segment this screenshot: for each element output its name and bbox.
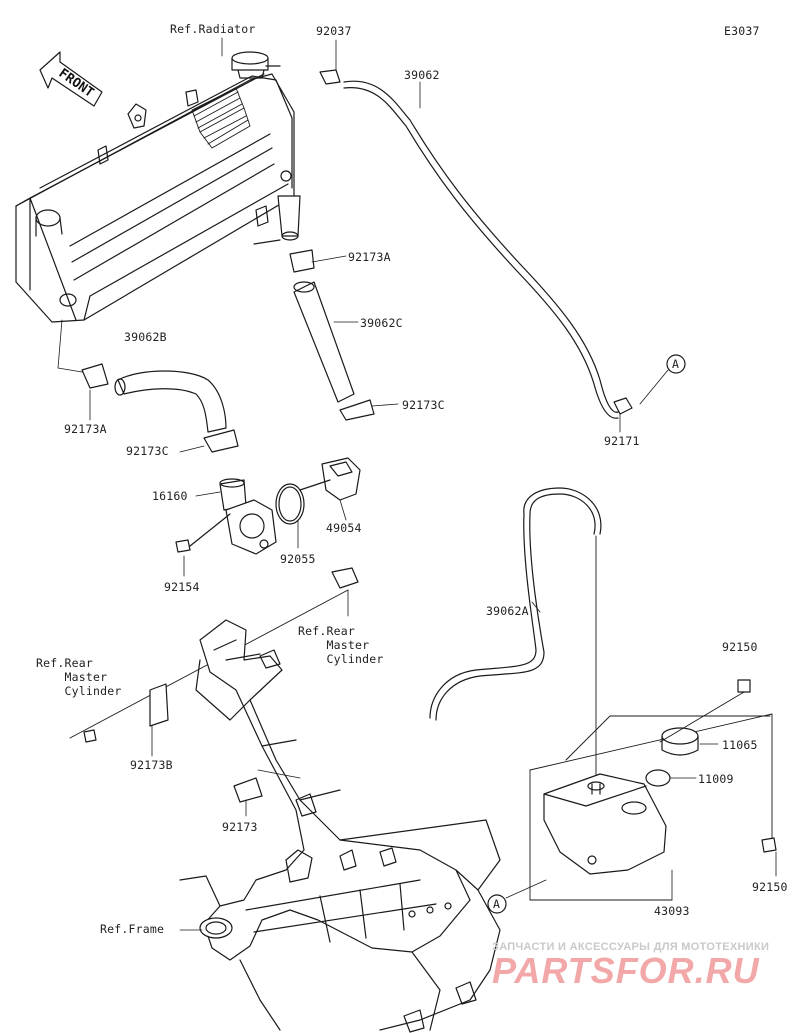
bolt-92154 bbox=[175, 513, 231, 553]
clamp-92173 bbox=[233, 777, 263, 803]
label-39062c: 39062C bbox=[360, 316, 403, 330]
label-ref-frame: Ref.Frame bbox=[100, 922, 165, 936]
label-ref-rear-master-cylinder-left: Ref.Rear Master Cylinder bbox=[36, 656, 122, 698]
label-92171: 92171 bbox=[604, 434, 640, 448]
clip-center bbox=[331, 567, 359, 589]
label-92037: 92037 bbox=[316, 24, 352, 38]
label-92173c-left: 92173C bbox=[126, 444, 169, 458]
hose-39062a bbox=[429, 487, 602, 785]
frame bbox=[179, 619, 501, 1033]
watermark-logo: PARTSFOR.RU bbox=[492, 950, 760, 991]
thermostat-49054 bbox=[299, 457, 361, 501]
hose-39062c bbox=[289, 249, 375, 421]
label-92150-right: 92150 bbox=[752, 880, 788, 894]
oring-92055 bbox=[275, 483, 305, 525]
label-ref-radiator: Ref.Radiator bbox=[170, 22, 256, 36]
label-11009: 11009 bbox=[698, 772, 734, 786]
reservoir-callout-frame bbox=[529, 713, 773, 901]
label-49054: 49054 bbox=[326, 521, 362, 535]
label-39062: 39062 bbox=[404, 68, 440, 82]
label-92055: 92055 bbox=[280, 552, 316, 566]
watermark-tagline: ЗАПЧАСТИ И АКСЕССУАРЫ ДЛЯ МОТОТЕХНИКИ bbox=[492, 941, 770, 953]
seal-11009 bbox=[645, 769, 671, 787]
bolt-92150-top bbox=[659, 679, 751, 743]
label-16160: 16160 bbox=[152, 489, 188, 503]
oring-92055-inner bbox=[278, 486, 302, 522]
label-ref-rear-master-cylinder-right: Ref.Rear Master Cylinder bbox=[298, 624, 384, 666]
bolt-92150-right bbox=[761, 837, 777, 853]
reservoir-43093 bbox=[543, 773, 667, 875]
callout-a-bottom bbox=[487, 894, 507, 914]
leader-lines bbox=[57, 37, 777, 931]
label-92173a-left: 92173A bbox=[64, 422, 107, 436]
label-92154: 92154 bbox=[164, 580, 200, 594]
callout-a-bottom-letter: A bbox=[493, 897, 501, 911]
label-43093: 43093 bbox=[654, 904, 690, 918]
hose-39062b bbox=[81, 363, 239, 453]
label-92173: 92173 bbox=[222, 820, 258, 834]
clamp-92173b bbox=[83, 683, 169, 743]
label-92173b: 92173B bbox=[130, 758, 173, 772]
diagram-code: E3037 bbox=[724, 24, 760, 38]
label-92173a-top: 92173A bbox=[348, 250, 391, 264]
label-92150-top: 92150 bbox=[722, 640, 758, 654]
callout-a-top-letter: A bbox=[672, 357, 680, 371]
label-11065: 11065 bbox=[722, 738, 758, 752]
tube-39062 bbox=[319, 69, 633, 419]
front-arrow-icon: FRONT bbox=[39, 51, 103, 107]
label-39062b: 39062B bbox=[124, 330, 167, 344]
cap-11065 bbox=[661, 727, 699, 756]
label-39062a: 39062A bbox=[486, 604, 529, 618]
callout-a-top bbox=[666, 354, 686, 374]
housing-16160 bbox=[219, 478, 277, 555]
label-92173c-right: 92173C bbox=[402, 398, 445, 412]
radiator bbox=[15, 51, 301, 323]
